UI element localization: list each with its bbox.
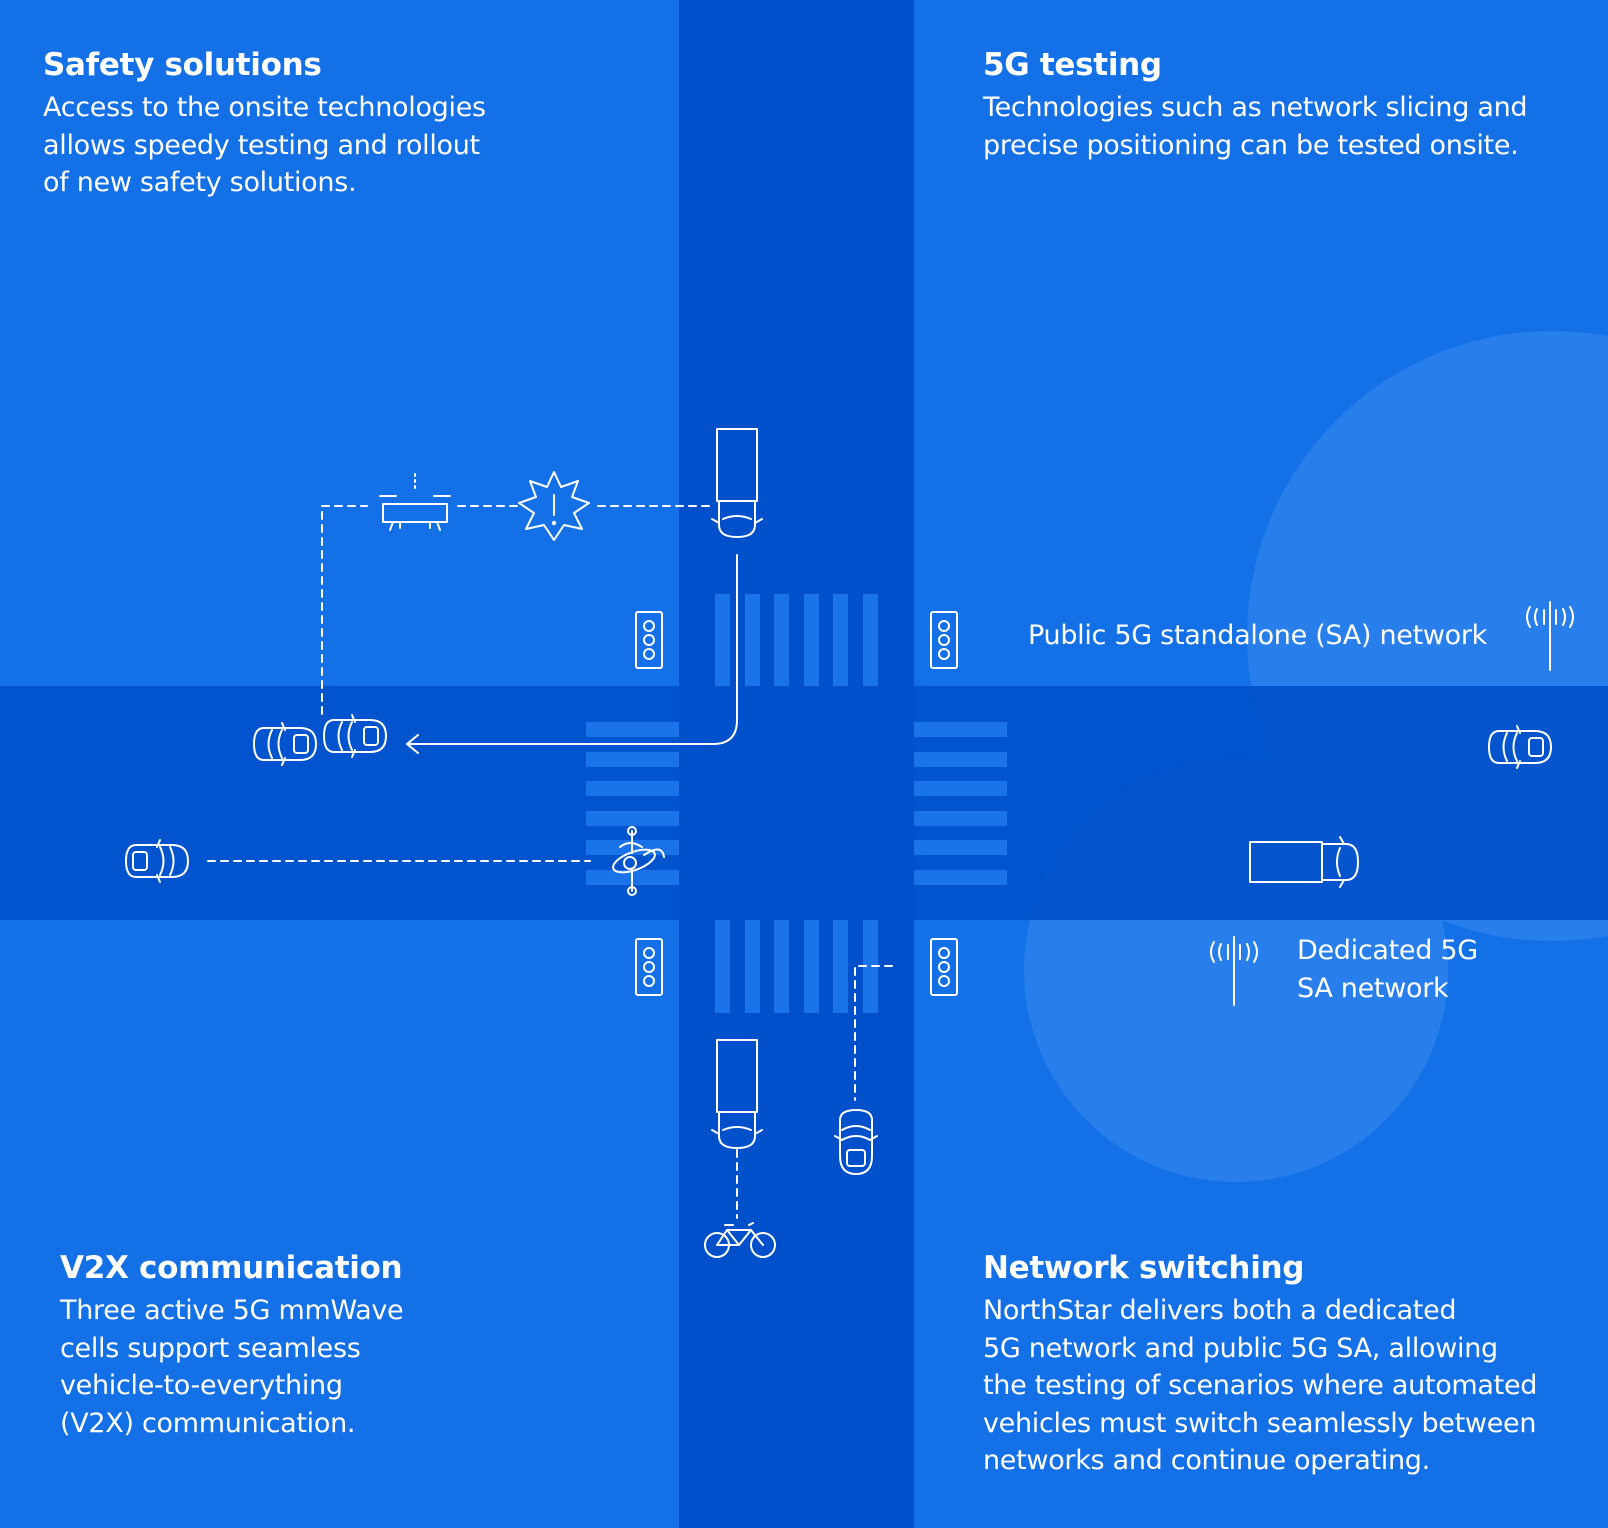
- network-switching-title: Network switching: [983, 1250, 1305, 1286]
- truck-icon: [711, 428, 763, 538]
- dedicated-network-label: Dedicated 5G SA network: [1297, 932, 1478, 1007]
- bicycle-icon: [704, 1222, 776, 1258]
- v2x-communication-text: cells support seamless: [60, 1332, 361, 1364]
- traffic-light-icon: [635, 938, 663, 996]
- truck-icon: [1249, 836, 1359, 888]
- traffic-light-icon: [930, 611, 958, 669]
- drone-icon: [379, 473, 451, 531]
- safety-solutions-title: Safety solutions: [43, 47, 322, 83]
- safety-solutions-text: of new safety solutions.: [43, 167, 357, 198]
- public-network-label: Public 5G standalone (SA) network: [1028, 617, 1487, 655]
- v2x-communication-text: Three active 5G mmWave: [60, 1295, 404, 1326]
- crosswalk-east: [914, 722, 1007, 885]
- traffic-light-icon: [635, 611, 663, 669]
- scooter-icon: [612, 826, 665, 896]
- crosswalk-north: [715, 594, 878, 686]
- dedicated-network-text: SA network: [1297, 972, 1449, 1004]
- connection-light-car: [854, 965, 893, 1101]
- v2x-communication-text: vehicle-to-everything: [60, 1370, 343, 1401]
- dedicated-network-text: Dedicated 5G: [1297, 935, 1478, 966]
- v2x-communication-text: (V2X) communication.: [60, 1407, 356, 1439]
- network-switching-text: 5G network and public 5G SA, allowing: [983, 1332, 1498, 1364]
- network-switching-text: NorthStar delivers both a dedicated: [983, 1295, 1457, 1326]
- v2x-communication-title: V2X communication: [60, 1250, 403, 1286]
- car-icon: [834, 1109, 878, 1175]
- connection-drone-west: [321, 505, 368, 715]
- 5g-testing-text: Technologies such as network slicing and: [983, 92, 1528, 123]
- network-switching-text: vehicles must switch seamlessly between: [983, 1407, 1537, 1439]
- truck-turn-path: [407, 554, 738, 745]
- antenna-icon: [1526, 601, 1574, 671]
- car-icon: [1488, 725, 1552, 769]
- alert-burst-icon: [518, 471, 590, 541]
- truck-icon: [711, 1039, 763, 1149]
- 5g-testing-block: 5G testing Technologies such as network …: [983, 45, 1603, 164]
- car-icon: [323, 714, 387, 758]
- crosswalk-south: [715, 920, 878, 1013]
- car-icon: [253, 722, 317, 766]
- traffic-light-icon: [930, 938, 958, 996]
- v2x-communication-block: V2X communication Three active 5G mmWave…: [60, 1248, 620, 1442]
- network-switching-block: Network switching NorthStar delivers bot…: [983, 1248, 1603, 1480]
- network-switching-text: networks and continue operating.: [983, 1445, 1430, 1476]
- safety-solutions-text: allows speedy testing and rollout: [43, 129, 480, 161]
- 5g-testing-text: precise positioning can be tested onsite…: [983, 129, 1519, 161]
- 5g-testing-title: 5G testing: [983, 47, 1162, 83]
- safety-solutions-block: Safety solutions Access to the onsite te…: [43, 45, 663, 202]
- antenna-icon: [1210, 936, 1258, 1006]
- safety-solutions-text: Access to the onsite technologies: [43, 92, 486, 123]
- road-vertical: [679, 0, 914, 1528]
- network-switching-text: the testing of scenarios where automated: [983, 1370, 1538, 1401]
- car-icon: [125, 839, 189, 883]
- public-network-text: Public 5G standalone (SA) network: [1028, 620, 1488, 651]
- turn-arrow-head: [406, 734, 419, 754]
